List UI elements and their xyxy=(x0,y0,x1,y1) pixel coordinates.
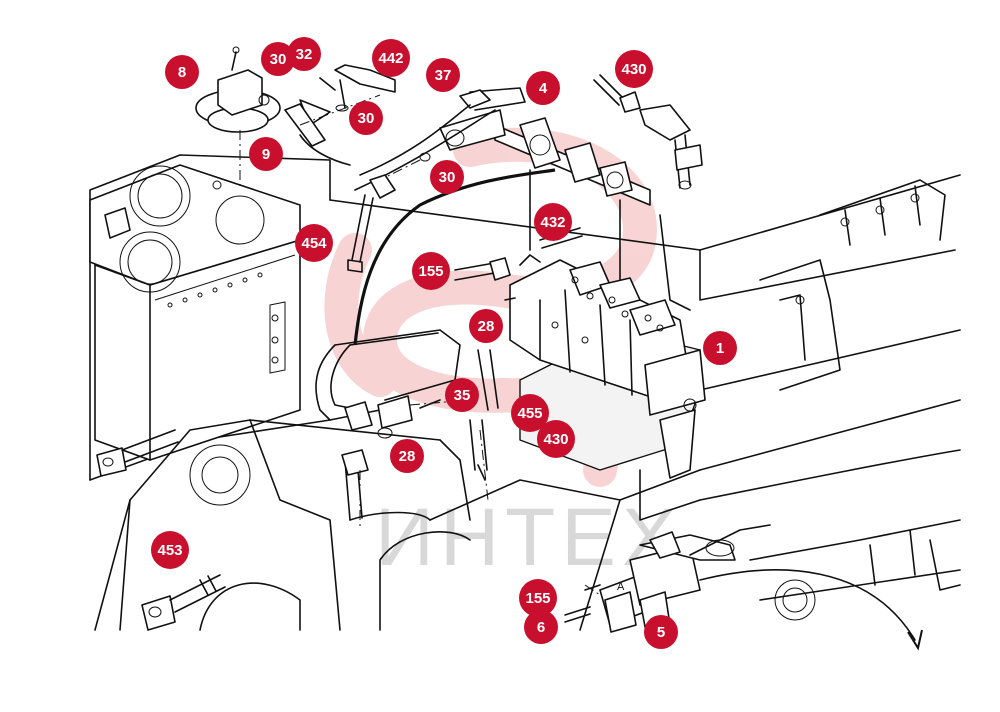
callout-number: 8 xyxy=(178,64,186,81)
callout-455: 455 xyxy=(511,394,549,432)
watermark-text: ИНТЕХ xyxy=(375,492,683,583)
callout-number: 28 xyxy=(399,448,416,465)
callout-155: 155 xyxy=(519,579,557,617)
port-label: A xyxy=(617,581,625,593)
callout-number: 30 xyxy=(439,169,456,186)
callout-430: 430 xyxy=(615,50,653,88)
callout-number: 442 xyxy=(378,50,403,67)
callout-number: 35 xyxy=(454,387,471,404)
callout-number: 30 xyxy=(270,51,287,68)
callout-1: 1 xyxy=(703,331,737,365)
callout-28: 28 xyxy=(390,439,424,473)
callout-453: 453 xyxy=(151,531,189,569)
callout-35: 35 xyxy=(445,378,479,412)
callout-number: 1 xyxy=(716,340,724,357)
callout-32: 32 xyxy=(287,37,321,71)
fitting-left xyxy=(96,429,179,477)
callout-number: 37 xyxy=(435,67,452,84)
callout-number: 155 xyxy=(418,263,443,280)
callout-4: 4 xyxy=(526,71,560,105)
callout-155: 155 xyxy=(412,252,450,290)
machine-frame xyxy=(89,154,961,631)
callout-28: 28 xyxy=(469,309,503,343)
callout-430: 430 xyxy=(537,420,575,458)
control-valve xyxy=(504,254,706,479)
fitting-453 xyxy=(141,574,226,631)
callout-number: 454 xyxy=(301,235,327,252)
callout-number: 4 xyxy=(539,80,548,97)
callout-number: 9 xyxy=(262,146,270,163)
callout-8: 8 xyxy=(165,55,199,89)
hydraulic-tank xyxy=(89,164,301,461)
callout-37: 37 xyxy=(426,58,460,92)
callout-number: 32 xyxy=(296,46,313,63)
callout-number: 453 xyxy=(157,542,182,559)
callout-9: 9 xyxy=(249,137,283,171)
callout-number: 430 xyxy=(543,431,568,448)
boom-arm xyxy=(94,419,471,631)
pipe-assembly xyxy=(284,64,526,191)
callout-number: 455 xyxy=(517,405,542,422)
callout-number: 30 xyxy=(358,110,375,127)
solenoid-valve: A xyxy=(564,524,923,651)
callout-number: 6 xyxy=(537,619,545,636)
callout-number: 430 xyxy=(621,61,646,78)
callout-30: 30 xyxy=(430,160,464,194)
return-filter xyxy=(195,46,281,190)
callout-number: 5 xyxy=(657,624,665,641)
center-lines xyxy=(299,94,601,596)
callout-30: 30 xyxy=(349,101,383,135)
callout-number: 155 xyxy=(525,590,550,607)
fitting-430-upper xyxy=(593,74,703,190)
hoses xyxy=(315,168,583,521)
callout-454: 454 xyxy=(295,224,333,262)
callout-number: 432 xyxy=(540,214,565,231)
callout-number: 28 xyxy=(478,318,495,335)
callout-6: 6 xyxy=(524,610,558,644)
upper-crossbar xyxy=(494,117,691,311)
callout-30: 30 xyxy=(261,42,295,76)
callout-5: 5 xyxy=(644,615,678,649)
callout-442: 442 xyxy=(372,39,410,77)
callout-432: 432 xyxy=(534,203,572,241)
